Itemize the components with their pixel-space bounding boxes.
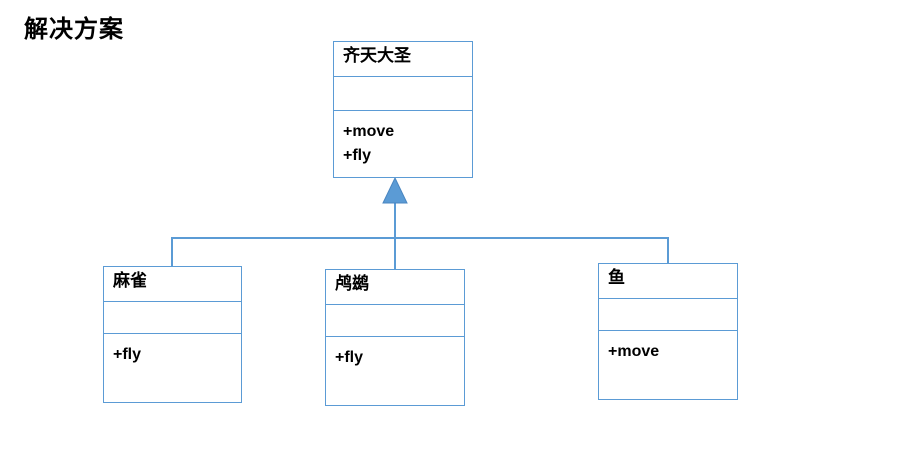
class-name-child-maque: 麻雀: [113, 271, 147, 290]
class-name-child-lvci: 鸬鹚: [335, 274, 369, 293]
class-attributes-parent: [334, 76, 472, 110]
class-attributes-child-yu: [599, 298, 737, 330]
class-operations-parent: +move +fly: [334, 110, 472, 177]
page-title: 解决方案: [24, 16, 124, 43]
operation-item: +move: [608, 343, 660, 360]
class-box-parent[interactable]: 齐天大圣 +move +fly: [333, 41, 473, 178]
class-box-child-yu[interactable]: 鱼 +move: [598, 263, 738, 400]
operation-item: +fly: [335, 349, 364, 366]
class-attributes-child-lvci: [326, 304, 464, 336]
operation-item: +fly: [343, 147, 372, 165]
class-operations-child-lvci: +fly: [326, 336, 464, 405]
class-name-parent: 齐天大圣: [343, 46, 411, 65]
class-attributes-child-maque: [104, 301, 241, 333]
class-name-child-yu: 鱼: [608, 268, 625, 287]
class-box-child-lvci[interactable]: 鸬鹚 +fly: [325, 269, 465, 406]
operation-item: +move: [343, 123, 395, 140]
operation-item: +fly: [113, 346, 142, 363]
class-box-child-maque[interactable]: 麻雀 +fly: [103, 266, 242, 403]
inheritance-arrowhead-icon: [382, 176, 408, 204]
class-operations-child-yu: +move: [599, 330, 737, 399]
class-operations-child-maque: +fly: [104, 333, 241, 402]
